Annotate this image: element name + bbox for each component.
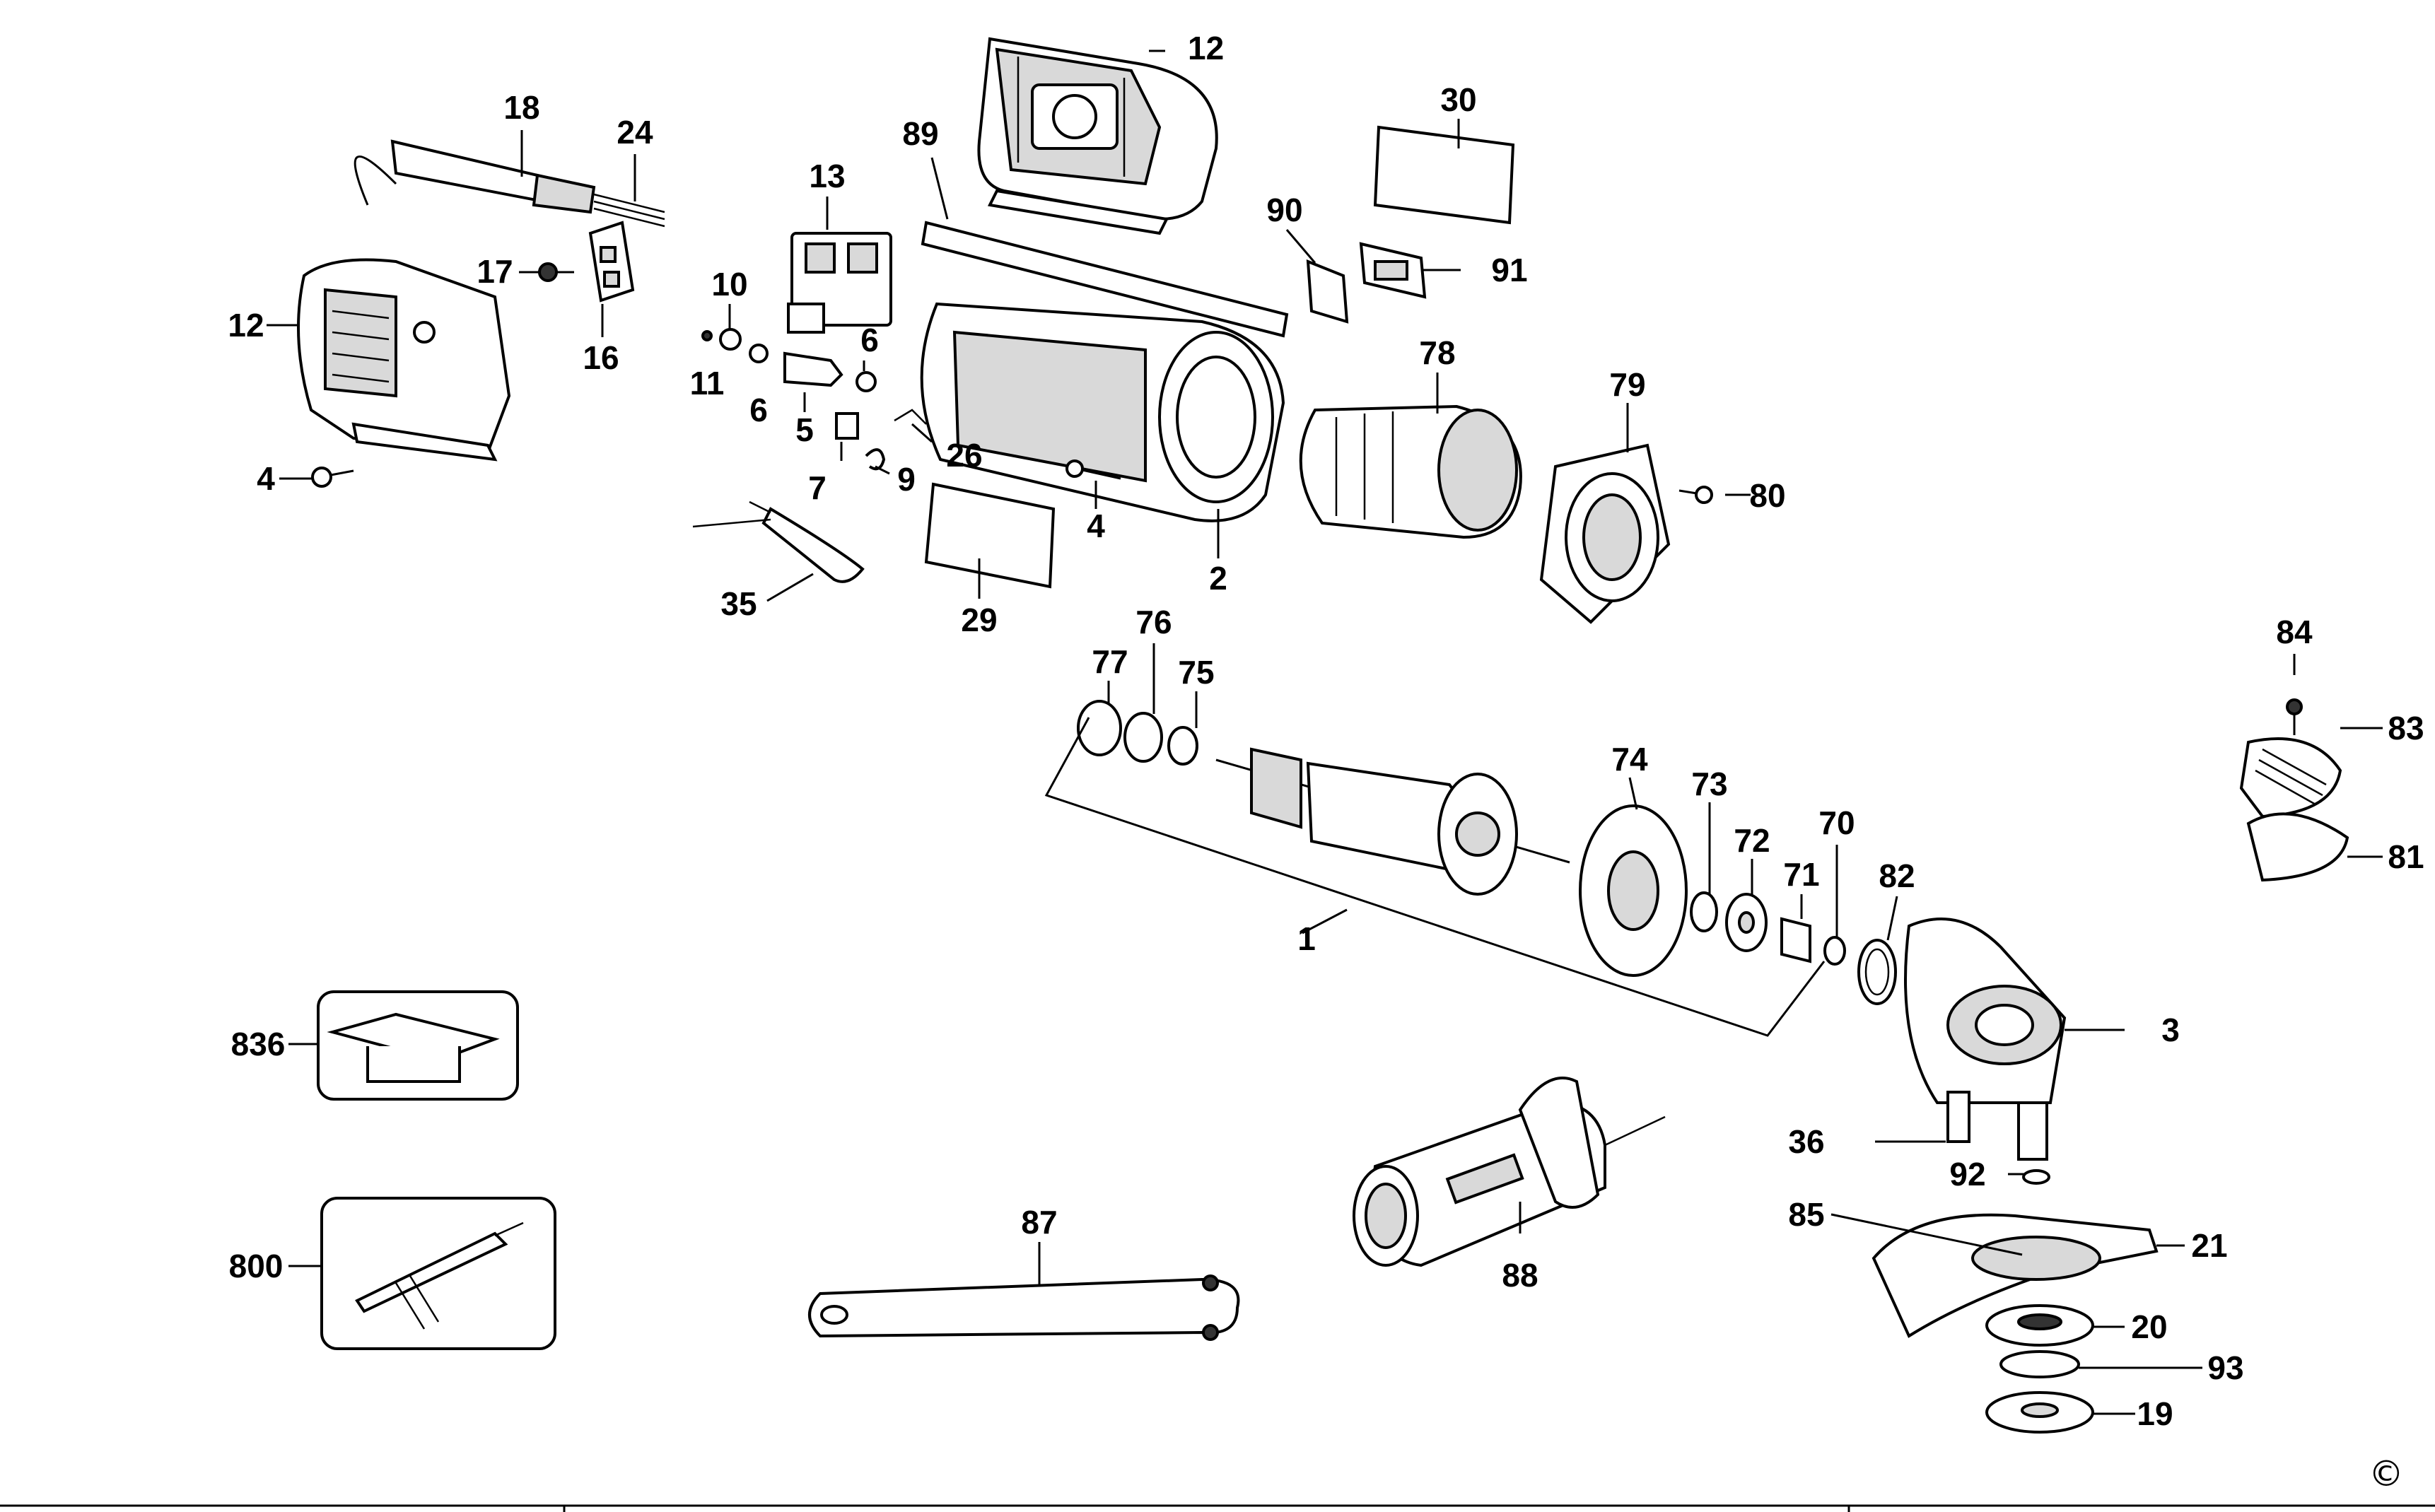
callout-3: 3 [2161,1012,2180,1048]
part-3-gear-head [1904,918,2067,1161]
callout-76: 76 [1135,604,1172,640]
callout-91: 91 [1491,252,1527,288]
callout-74: 74 [1611,741,1648,778]
part-74-fan [1579,804,1688,977]
callout-81: 81 [2388,838,2424,875]
callout-77: 77 [1092,643,1128,680]
callout-72: 72 [1734,822,1770,859]
callout-17: 17 [477,253,513,290]
part-4-screw-middle [1065,459,1121,480]
callout-79: 79 [1609,366,1645,403]
callout-92: 92 [1949,1156,1985,1192]
part-90-91-electronics [1306,242,1427,324]
part-800-accessory [320,1197,556,1350]
callout-7: 7 [808,469,827,506]
part-21-guard [1871,1213,2159,1338]
callout-90: 90 [1266,192,1302,228]
callout-80: 80 [1749,477,1785,514]
part-29-label [924,482,1056,589]
part-18-power-cable [354,139,665,228]
part-80-screw [1678,486,1713,504]
callout-24: 24 [617,114,653,151]
callout-6-left: 6 [749,392,768,428]
part-836-accessory [317,990,519,1101]
callout-labels: 12 18 24 17 16 12 4 13 10 11 6 6 5 7 9 2… [228,30,2424,1432]
part-20-93-19-flanges [1985,1304,2094,1434]
copyright-mark: © [2369,1453,2404,1494]
part-30-label [1373,125,1515,225]
callout-75: 75 [1178,654,1214,691]
callout-19: 19 [2137,1395,2173,1432]
callout-35: 35 [720,585,757,622]
callout-6-right: 6 [860,322,879,358]
callout-70: 70 [1818,804,1855,841]
callout-29: 29 [961,602,997,638]
part-2-motor-housing [920,302,1285,522]
part-10-11-6-5-brush-parts [701,328,877,392]
bottom-frame-line [0,1504,2435,1512]
callout-88: 88 [1502,1257,1538,1294]
callout-836: 836 [231,1026,286,1062]
part-73-72-71-70-bearings [1690,891,1846,966]
callout-5: 5 [795,411,814,448]
part-16-cable-clamp [588,221,635,303]
callout-13: 13 [809,158,845,194]
callout-83: 83 [2388,710,2424,746]
part-1-armature [1077,700,1570,896]
callout-21: 21 [2191,1227,2227,1264]
callout-36: 36 [1788,1123,1824,1160]
callout-12-top: 12 [1188,30,1224,66]
callout-26: 26 [946,437,982,474]
callout-1: 1 [1297,920,1316,957]
part-12-front-housing [297,258,511,462]
callout-30: 30 [1440,81,1476,118]
callout-73: 73 [1691,766,1727,802]
callout-20: 20 [2131,1308,2167,1345]
callout-85: 85 [1788,1196,1824,1233]
callout-18: 18 [503,89,539,126]
part-87-spanner [808,1274,1240,1341]
callout-16: 16 [583,339,619,376]
callout-87: 87 [1021,1204,1057,1241]
callout-84: 84 [2276,614,2313,650]
part-78-field-coil [1299,404,1522,539]
part-83-84-81-gear-cover [2239,698,2349,882]
part-82-seal [1857,939,1897,1005]
part-12-rear-housing-top [977,37,1218,235]
part-89-switch-bar [921,221,1289,338]
callout-89: 89 [902,115,938,152]
callout-71: 71 [1783,856,1819,893]
leader-lines [267,49,2383,1415]
part-88-side-handle [1353,1077,1666,1267]
callout-12-left: 12 [228,307,264,344]
callout-10: 10 [711,266,747,303]
part-13-switch [787,232,892,334]
part-4-screw-left [311,467,354,488]
callout-800: 800 [229,1248,284,1284]
part-17-screw [538,262,574,282]
callout-78: 78 [1419,334,1455,371]
part-7-9-26-clips [835,409,927,471]
callout-82: 82 [1879,857,1915,894]
part-79-end-bell [1539,443,1671,624]
callout-2: 2 [1209,560,1227,597]
callout-93: 93 [2207,1349,2243,1386]
callout-9: 9 [897,461,916,498]
part-35-lead [692,500,865,583]
part-36-92-spindle-lock [1946,1091,2050,1185]
callout-4-middle: 4 [1087,508,1105,544]
callout-11: 11 [690,365,725,402]
callout-4-left: 4 [257,460,275,497]
